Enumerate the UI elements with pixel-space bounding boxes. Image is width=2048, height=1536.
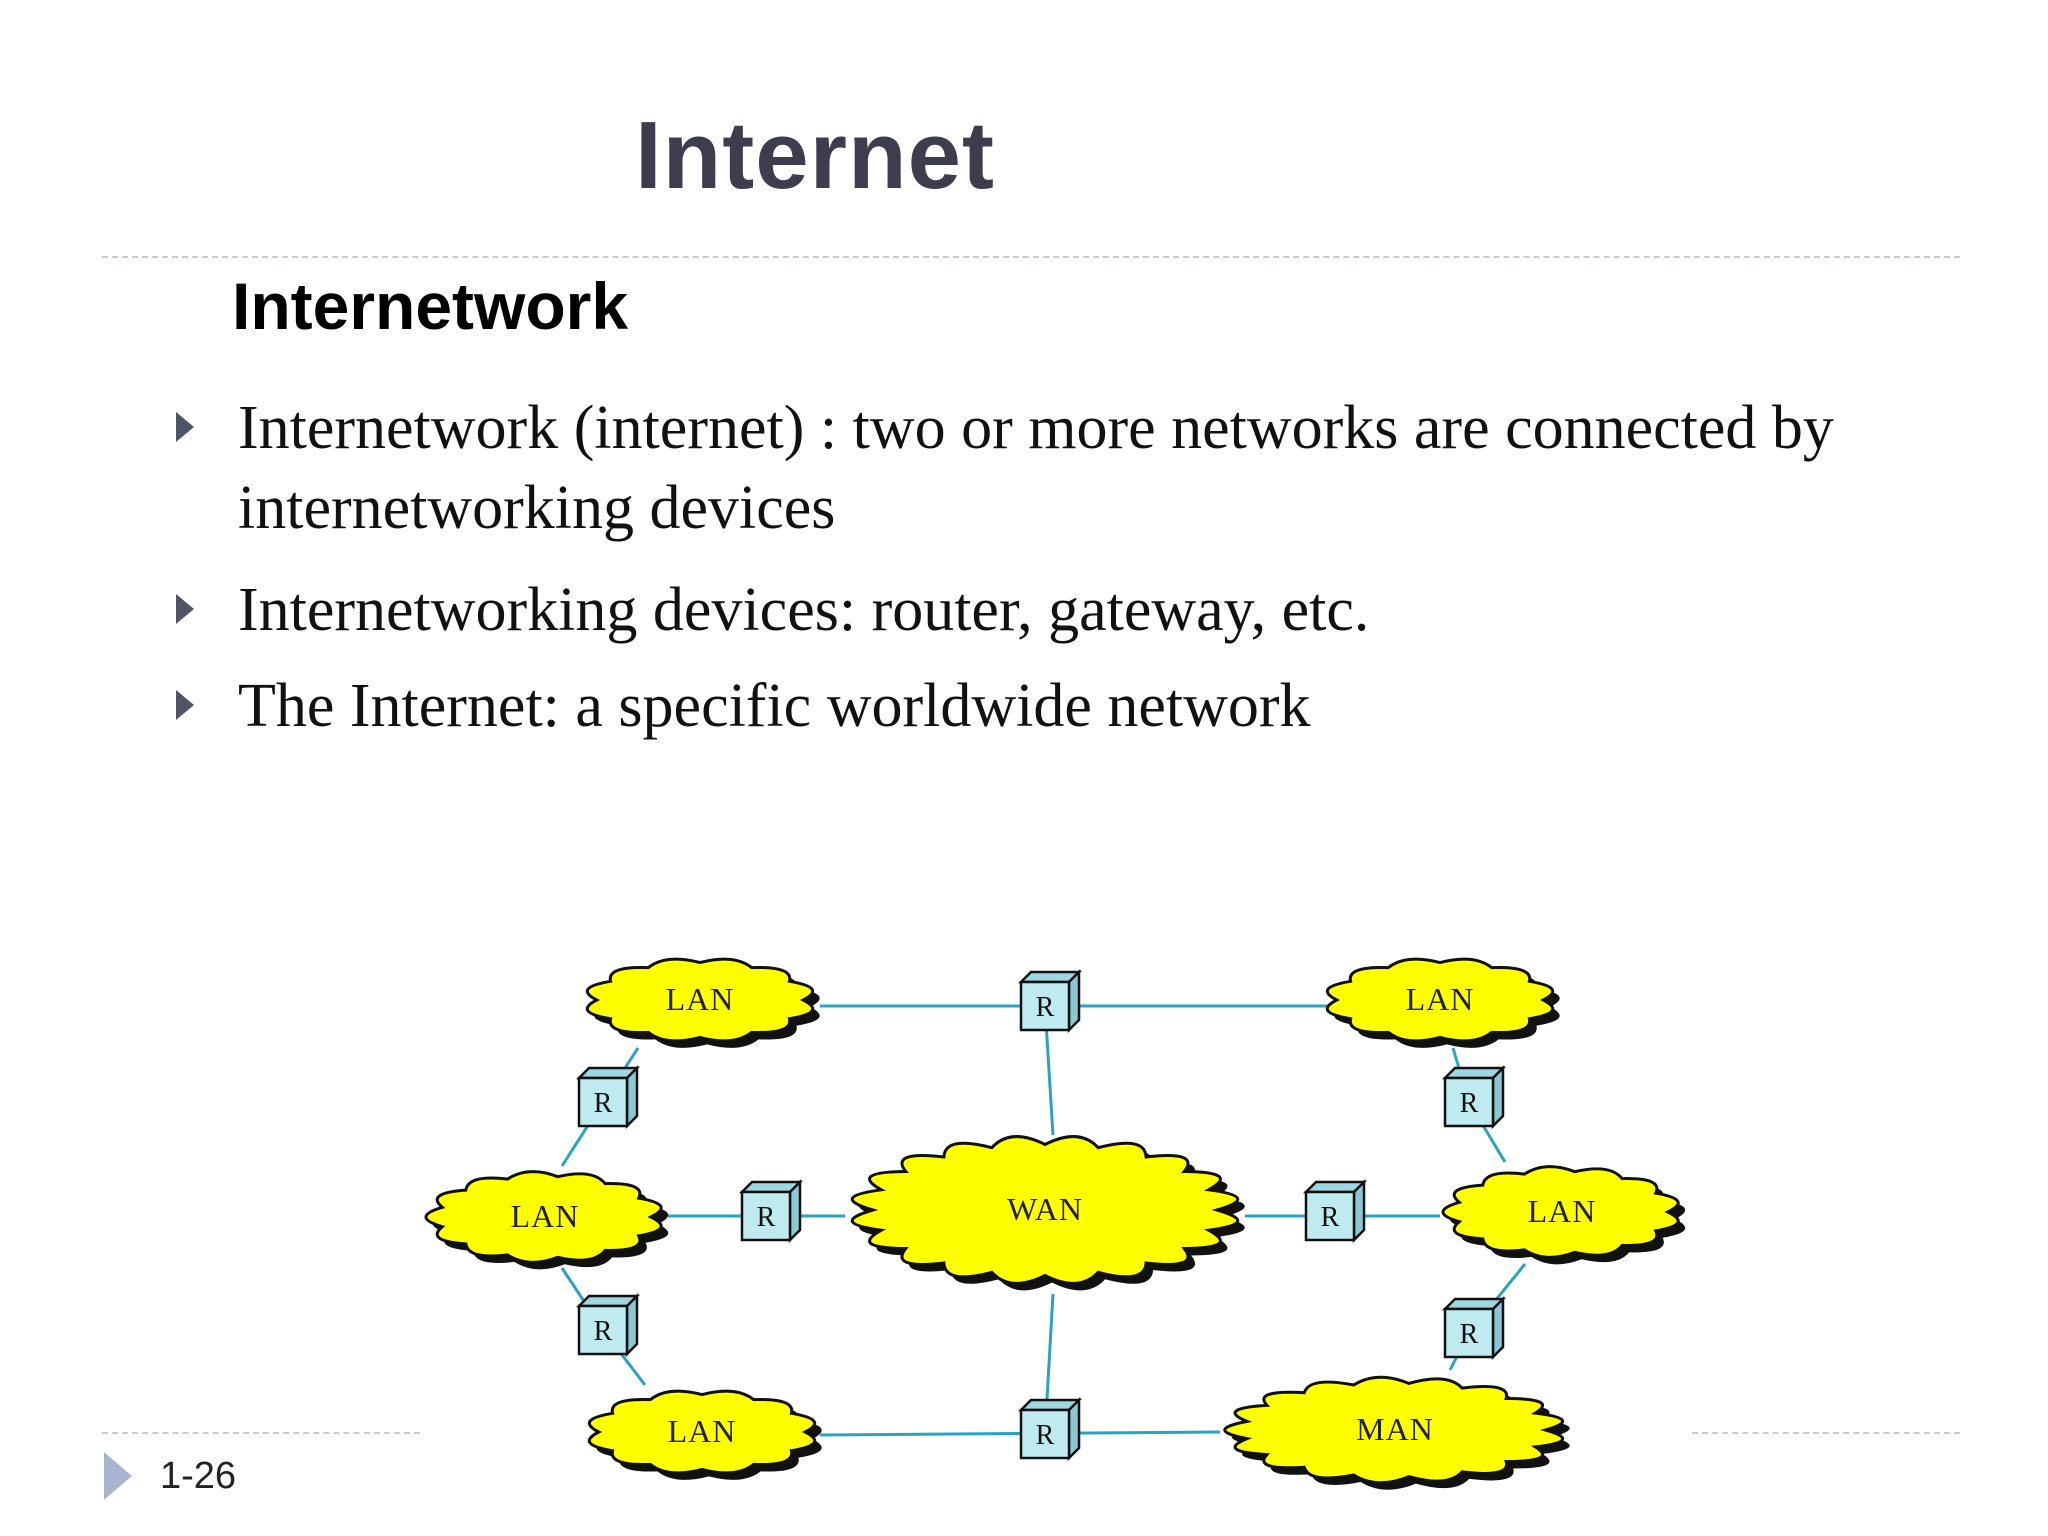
router-front-face — [1443, 1307, 1495, 1359]
slide-title: Internet — [634, 102, 996, 209]
router-label: R — [594, 1316, 613, 1347]
router-side-face — [625, 1292, 639, 1358]
bullet-text: Internetwork (internet) : two or more ne… — [238, 394, 1834, 542]
router-side-face — [788, 1178, 802, 1244]
network-cloud-wan-center: WAN — [850, 1135, 1245, 1291]
network-label: MAN — [1356, 1411, 1434, 1447]
network-cloud-lan-top-right: LAN — [1325, 957, 1560, 1048]
network-label: LAN — [1528, 1193, 1597, 1229]
router-top: R — [1017, 968, 1083, 1034]
title-divider — [102, 256, 1960, 258]
cloud-shape — [585, 957, 815, 1043]
footer-arrow-icon — [104, 1452, 132, 1500]
slide-subtitle: Internetwork — [232, 269, 629, 343]
bullet-text: The Internet: a specific worldwide netwo… — [238, 672, 1311, 740]
network-label: LAN — [666, 981, 735, 1017]
bullet-arrow-icon — [176, 690, 194, 720]
router-front-face — [577, 1304, 629, 1356]
router-side-face — [1067, 968, 1081, 1034]
cloud-shape — [850, 1135, 1240, 1285]
router-label: R — [1460, 1319, 1479, 1350]
router-label: R — [594, 1088, 613, 1119]
network-label: LAN — [511, 1198, 580, 1234]
router-label: R — [1036, 1420, 1055, 1451]
router-mid-left: R — [738, 1178, 804, 1244]
bullet-arrow-icon — [176, 412, 194, 442]
router-label: R — [1321, 1202, 1340, 1233]
footer-divider — [102, 1432, 420, 1434]
bullet-text: Internetworking devices: router, gateway… — [238, 576, 1370, 644]
router-bottom: R — [1017, 1396, 1083, 1462]
router-front-face — [1304, 1190, 1356, 1242]
bullet-arrow-icon — [176, 594, 194, 624]
router-left-upper: R — [575, 1064, 641, 1130]
cloud-shape — [424, 1170, 663, 1264]
page-number: 1-26 — [160, 1455, 237, 1497]
router-right-lower: R — [1441, 1295, 1507, 1361]
cloud-shape — [1441, 1165, 1680, 1259]
cloud-shape — [1325, 957, 1555, 1043]
network-label: WAN — [1007, 1191, 1083, 1227]
router-left-lower: R — [575, 1292, 641, 1358]
router-label: R — [1460, 1088, 1479, 1119]
footer-divider — [1692, 1432, 1960, 1434]
network-cloud-man-bottom-right: MAN — [1223, 1375, 1570, 1490]
network-cloud-lan-mid-left: LAN — [424, 1170, 669, 1270]
network-cloud-lan-top-left: LAN — [585, 957, 820, 1048]
network-cloud-lan-mid-right: LAN — [1441, 1165, 1686, 1265]
router-front-face — [740, 1190, 792, 1242]
router-front-face — [577, 1076, 629, 1128]
router-side-face — [1352, 1178, 1366, 1244]
router-front-face — [1019, 1408, 1071, 1460]
router-side-face — [1067, 1396, 1081, 1462]
cloud-shape — [587, 1389, 817, 1475]
router-mid-right: R — [1302, 1178, 1368, 1244]
router-front-face — [1443, 1076, 1495, 1128]
network-label: LAN — [1406, 981, 1475, 1017]
router-side-face — [625, 1064, 639, 1130]
router-front-face — [1019, 980, 1071, 1032]
router-label: R — [757, 1202, 776, 1233]
router-side-face — [1491, 1064, 1505, 1130]
internetwork-diagram: LAN LAN LAN WAN LAN LAN MAN R R R R R R R R — [424, 957, 1686, 1490]
network-cloud-lan-bottom-left: LAN — [587, 1389, 822, 1480]
router-side-face — [1491, 1295, 1505, 1361]
clouds: LAN LAN LAN WAN LAN LAN MAN — [424, 957, 1686, 1490]
routers: R R R R R R R R — [575, 968, 1507, 1462]
network-label: LAN — [668, 1413, 737, 1449]
cloud-shape — [1223, 1375, 1565, 1485]
router-label: R — [1036, 992, 1055, 1023]
router-right-upper: R — [1441, 1064, 1507, 1130]
